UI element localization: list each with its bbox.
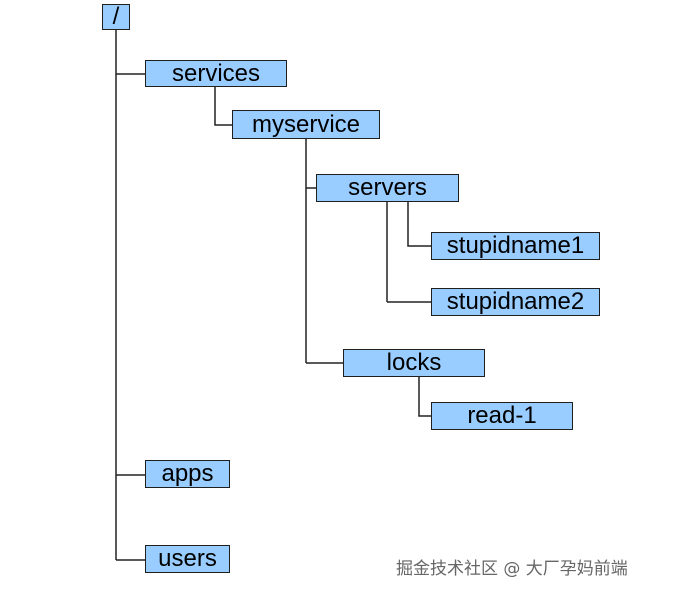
node-stupidname1: stupidname1 [431, 232, 600, 260]
edge-servers-stupidname1 [407, 202, 431, 247]
node-users: users [145, 545, 230, 573]
node-services-label: services [171, 59, 261, 87]
node-locks-label: locks [386, 349, 442, 376]
node-read-1: read-1 [431, 402, 573, 430]
node-read-1-label: read-1 [467, 402, 537, 429]
node-stupidname2-label: stupidname2 [446, 288, 585, 315]
node-locks: locks [343, 349, 485, 377]
node-root: / [102, 4, 130, 30]
node-users-label: users [158, 545, 217, 572]
node-myservice: myservice [232, 110, 380, 139]
node-services: services [145, 60, 287, 87]
node-stupidname2: stupidname2 [431, 288, 600, 316]
node-root-label: / [112, 3, 120, 30]
watermark-text: 掘金技术社区 @ 大厂孕妈前端 [396, 559, 628, 579]
node-apps: apps [145, 460, 230, 488]
edge-locks-read1 [418, 377, 431, 417]
node-servers: servers [316, 174, 459, 202]
edge-services-myservice [214, 87, 232, 126]
node-stupidname1-label: stupidname1 [446, 232, 585, 259]
node-servers-label: servers [348, 174, 427, 201]
node-myservice-label: myservice [251, 110, 360, 138]
node-apps-label: apps [161, 460, 214, 487]
